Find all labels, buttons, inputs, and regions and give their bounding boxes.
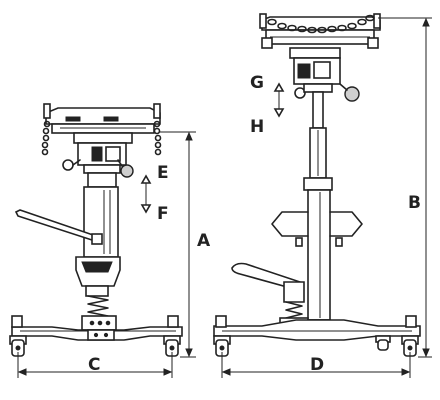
column-lowered xyxy=(83,172,119,258)
support-frame-raised xyxy=(271,211,363,247)
jack-lowered xyxy=(9,103,183,357)
pump-handle-lowered xyxy=(14,209,103,245)
label-c: C xyxy=(88,355,100,375)
label-a: A xyxy=(197,231,211,251)
tilt-head-raised xyxy=(289,47,360,102)
caster-left-lowered xyxy=(9,315,27,357)
caster-right-lowered xyxy=(163,315,181,357)
dimension-line-d xyxy=(221,352,411,378)
label-e: E xyxy=(157,163,169,183)
tilt-head-lowered xyxy=(62,132,134,178)
label-d: D xyxy=(310,355,324,375)
label-g: G xyxy=(250,73,264,93)
label-f: F xyxy=(157,204,169,224)
column-raised xyxy=(303,91,333,321)
saddle-raised xyxy=(259,13,381,49)
tilt-arrow-gh xyxy=(273,82,285,118)
caster-right-raised xyxy=(401,315,419,357)
dimension-line-c xyxy=(17,352,173,378)
label-b: B xyxy=(408,193,421,213)
saddle-lowered xyxy=(41,103,162,156)
label-h: H xyxy=(250,117,264,137)
chain-right-lowered xyxy=(153,120,162,156)
base-frame-lowered xyxy=(11,326,183,341)
dimension-line-a xyxy=(160,131,196,358)
dimension-line-b xyxy=(378,17,432,358)
tilt-arrow-ef xyxy=(140,174,152,214)
caster-mid-raised xyxy=(375,335,391,351)
jack-raised xyxy=(213,13,421,357)
chain-raised xyxy=(267,14,375,34)
chain-left-lowered xyxy=(41,120,51,156)
foot-pedal-raised xyxy=(231,262,305,303)
hydraulic-unit-lowered xyxy=(75,256,121,331)
caster-left-raised xyxy=(213,315,231,357)
base-frame-raised xyxy=(213,319,421,341)
